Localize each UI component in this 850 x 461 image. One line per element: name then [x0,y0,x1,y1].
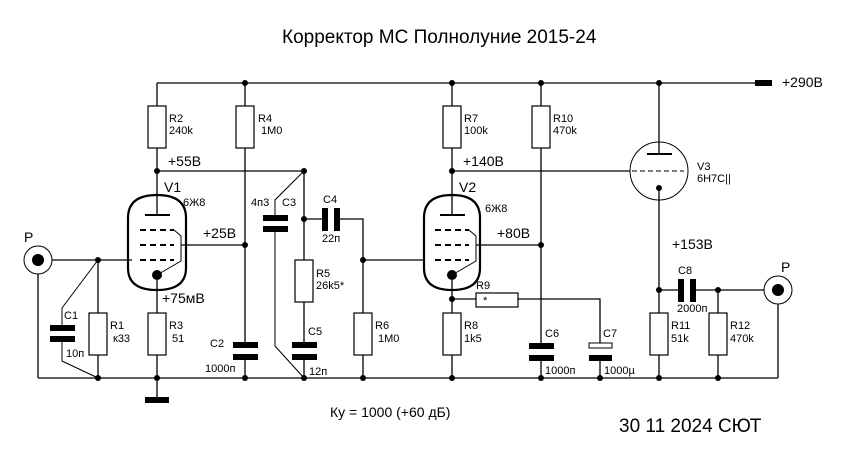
R9-ref: R9 [476,280,490,292]
tube-V2 [422,193,482,292]
R12-value: 470k [730,333,754,345]
R8-ref: R8 [464,320,478,332]
capacitor-C1-plate [50,325,75,331]
C7-value: 1000µ [604,365,635,377]
V1-type: 6Ж8 [183,197,205,209]
v2-anode-voltage: +140В [463,153,504,169]
tube-V3 [629,83,689,313]
resistor-R7 [442,105,462,149]
R4-value: 1M0 [261,125,282,137]
R10-value: 470k [553,125,577,137]
R6-value: 1M0 [378,333,399,345]
V3-ref: V3 [697,161,710,173]
R11-ref: R11 [671,320,690,332]
C3-value: 4п3 [251,197,269,209]
C8-value: 2000п [677,303,707,315]
resistor-R1 [88,312,108,356]
R1-ref: R1 [110,320,124,332]
R9-value: * [483,295,488,307]
capacitor-C6-plate [529,343,554,349]
v3-cathode-voltage: +153В [672,236,713,252]
v1-anode-voltage: +55В [168,153,201,169]
V3-type: 6Н7С|| [697,173,731,185]
capacitor-C3-plate [263,215,288,221]
schematic-title: Корректор МС Полнолуние 2015-24 [282,27,597,48]
supply-rail [157,80,772,86]
resistor-R4 [235,105,255,149]
C8-ref: C8 [678,265,692,277]
C1-value: 10п [66,348,84,360]
input-connector [23,245,53,275]
C7-ref: C7 [603,328,617,340]
C4-ref: C4 [323,194,337,206]
v1-cathode-voltage: +75мВ [162,290,205,306]
v1-screen-voltage: +25В [203,225,236,241]
C3-ref: C3 [282,197,296,209]
V2-ref: V2 [459,179,476,195]
R7-ref: R7 [464,113,478,125]
R8-value: 1k5 [464,333,482,345]
resistor-R9 [475,292,519,308]
C1-ref: C1 [64,310,78,322]
V1-ref: V1 [164,179,181,195]
output-connector [763,275,793,305]
resistor-R2 [147,105,167,149]
C6-value: 1000п [545,365,575,377]
R3-value: 51 [172,333,184,345]
R2-value: 240k [169,125,193,137]
R2-ref: R2 [169,113,183,125]
R7-value: 100k [464,125,488,137]
capacitor-C5-plate [292,342,317,348]
R5-ref: R5 [316,268,330,280]
R1-value: к33 [113,333,130,345]
R4-ref: R4 [258,113,272,125]
output-connector-label: P [781,259,790,275]
date-signature: 30 11 2024 СЮТ [619,416,762,437]
R12-ref: R12 [730,320,750,332]
input-connector-label: P [24,229,33,245]
C5-ref: C5 [308,326,322,338]
resistor-R10 [531,105,551,149]
R5-value: 26k5* [316,280,345,292]
R11-value: 51k [671,333,689,345]
resistor-R6 [353,312,373,356]
R6-ref: R6 [375,320,389,332]
resistor-R5 [294,259,314,303]
resistor-R11 [649,312,669,356]
C6-ref: C6 [545,328,559,340]
capacitor-C2-plate [233,342,258,348]
C2-ref: C2 [210,338,224,350]
capacitor-C7-plate-pos [588,342,613,349]
ground-symbol [145,397,169,403]
resistor-R3 [147,312,167,356]
C2-value: 1000п [205,363,235,375]
capacitor-C8-plate [678,279,684,302]
C4-value: 22п [322,233,340,245]
capacitor-C4-plate [322,208,328,231]
resistor-R12 [708,312,728,356]
supply-voltage-label: +290В [782,74,823,90]
R10-ref: R10 [553,113,573,125]
C5-value: 12п [309,366,327,378]
resistor-R8 [442,312,462,356]
gain-note: Ку = 1000 (+60 дБ) [330,404,450,420]
v2-screen-voltage: +80В [497,225,530,241]
V2-type: 6Ж8 [485,203,507,215]
R3-ref: R3 [169,320,183,332]
